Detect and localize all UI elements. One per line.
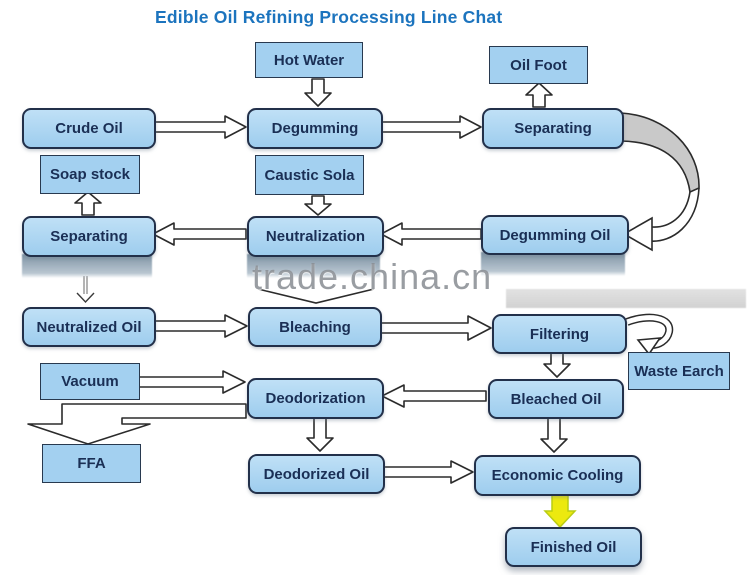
node-caustic-sola-label: Caustic Sola bbox=[264, 166, 355, 184]
node-ffa: FFA bbox=[42, 444, 141, 483]
node-hot-water-label: Hot Water bbox=[273, 51, 345, 69]
node-deodorization-label: Deodorization bbox=[265, 390, 366, 407]
arrow-separating-to-soap-stock bbox=[74, 191, 102, 216]
page-title: Edible Oil Refining Processing Line Chat bbox=[155, 7, 503, 27]
arrow-filtering-to-bleached-oil bbox=[543, 350, 571, 378]
reflection-degumming-oil bbox=[481, 252, 625, 276]
arrow-filtering-to-waste-earch bbox=[625, 313, 674, 356]
node-vacuum: Vacuum bbox=[40, 363, 140, 400]
node-degumming-label: Degumming bbox=[271, 120, 359, 137]
node-degumming: Degumming bbox=[247, 108, 383, 149]
node-finished-oil-label: Finished Oil bbox=[530, 538, 617, 556]
node-bleached-oil-label: Bleached Oil bbox=[510, 390, 602, 408]
node-ffa-label: FFA bbox=[77, 455, 106, 472]
arrow-bleached-oil-to-economic-cooling bbox=[540, 415, 568, 453]
node-degumming-oil: Degumming Oil bbox=[481, 215, 629, 255]
node-crude-oil-label: Crude Oil bbox=[55, 120, 123, 137]
node-economic-cooling-label: Economic Cooling bbox=[491, 467, 624, 484]
node-hot-water: Hot Water bbox=[255, 42, 363, 78]
arrow-separating-to-degumming-oil-swoosh bbox=[620, 112, 700, 252]
arrow-hot-water-to-degumming bbox=[304, 78, 332, 107]
node-caustic-sola: Caustic Sola bbox=[255, 155, 364, 195]
arrow-neutralization-to-separating bbox=[152, 222, 247, 246]
node-oil-foot-label: Oil Foot bbox=[510, 56, 567, 74]
node-deodorized-oil: Deodorized Oil bbox=[248, 454, 385, 494]
node-crude-oil: Crude Oil bbox=[22, 108, 156, 149]
node-neutralization: Neutralization bbox=[247, 216, 384, 257]
arrow-neutralized-oil-to-bleaching bbox=[152, 314, 248, 338]
node-neutralized-oil: Neutralized Oil bbox=[22, 307, 156, 347]
arrow-bleaching-to-filtering bbox=[378, 315, 492, 341]
node-filtering: Filtering bbox=[492, 314, 627, 354]
node-separating-mid-label: Separating bbox=[50, 228, 128, 245]
arrow-degumming-to-separating bbox=[379, 115, 482, 139]
reflection-neutralization bbox=[247, 254, 380, 278]
arrow-vacuum-to-deodorization bbox=[138, 370, 246, 394]
node-deodorized-oil-label: Deodorized Oil bbox=[263, 465, 370, 483]
arrow-economic-cooling-to-finished-oil bbox=[543, 491, 577, 529]
node-economic-cooling: Economic Cooling bbox=[474, 455, 641, 496]
node-soap-stock: Soap stock bbox=[40, 155, 140, 194]
watermark-text: trade.china.cn bbox=[252, 256, 493, 297]
node-oil-foot: Oil Foot bbox=[489, 46, 588, 84]
node-deodorization: Deodorization bbox=[247, 378, 384, 419]
node-bleached-oil: Bleached Oil bbox=[488, 379, 624, 419]
arrow-bleached-oil-to-deodorization bbox=[381, 384, 487, 408]
node-bleaching: Bleaching bbox=[248, 307, 382, 347]
arrow-neutralization-to-bleaching bbox=[257, 288, 375, 304]
reflection-separating bbox=[22, 254, 152, 278]
node-waste-earch: Waste Earch bbox=[628, 352, 730, 390]
arrow-degumming-oil-to-neutralization bbox=[380, 222, 482, 246]
node-degumming-oil-label: Degumming Oil bbox=[499, 226, 611, 244]
arrow-separating-to-oil-foot bbox=[525, 82, 553, 108]
node-finished-oil: Finished Oil bbox=[505, 527, 642, 567]
node-vacuum-label: Vacuum bbox=[61, 373, 119, 390]
node-separating-top-label: Separating bbox=[514, 120, 592, 137]
node-separating-mid: Separating bbox=[22, 216, 156, 257]
node-bleaching-label: Bleaching bbox=[279, 318, 351, 336]
watermark-bar bbox=[506, 289, 746, 308]
node-separating-top: Separating bbox=[482, 108, 624, 149]
arrow-crude-oil-to-degumming bbox=[152, 115, 247, 139]
node-soap-stock-label: Soap stock bbox=[49, 166, 131, 183]
arrow-deodorized-oil-to-economic-cooling bbox=[382, 460, 474, 484]
node-filtering-label: Filtering bbox=[529, 325, 590, 343]
arrow-deodorization-to-deodorized-oil bbox=[306, 416, 334, 452]
arrow-deodorization-to-ffa bbox=[27, 403, 247, 445]
arrow-caustic-sola-to-neutralization bbox=[304, 195, 332, 216]
node-waste-earch-label: Waste Earch bbox=[634, 362, 724, 380]
arrow-separating-to-neutralized-oil bbox=[76, 276, 95, 304]
node-neutralization-label: Neutralization bbox=[265, 228, 366, 245]
node-neutralized-oil-label: Neutralized Oil bbox=[36, 318, 142, 336]
